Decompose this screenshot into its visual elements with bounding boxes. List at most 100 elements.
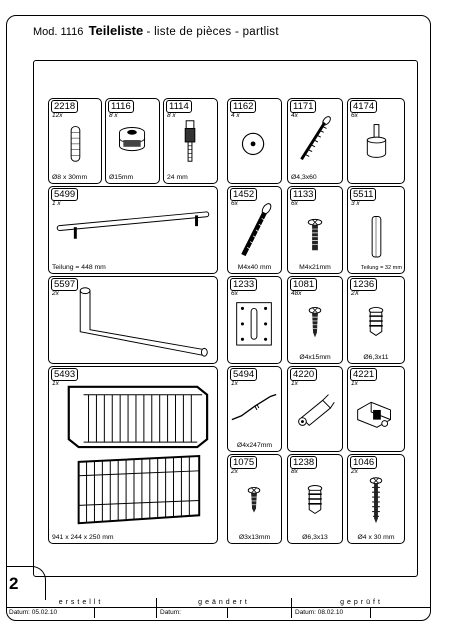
small-handle-icon [371, 216, 382, 258]
part-dimension: Ø8 x 30mm [52, 174, 88, 181]
part-number: 1236 [350, 278, 378, 291]
part-cell-1114: 1114 8 x 24 mm [163, 98, 218, 184]
plug-screw-icon [307, 485, 323, 515]
part-number: 1081 [290, 278, 318, 291]
hinge-pin-icon [298, 394, 335, 427]
part-number: 4220 [290, 368, 318, 381]
part-cell-5597: 5597 2x [48, 276, 218, 364]
part-quantity: 4x [291, 112, 298, 119]
part-cell-1233: 1233 6x [227, 276, 282, 364]
wood-screw-icon [308, 306, 322, 338]
part-quantity: 1 x [52, 200, 61, 207]
part-dimension: Teilung = 448 mm [52, 264, 106, 271]
part-number: 1075 [230, 456, 258, 469]
cam-bolt-icon [184, 120, 196, 162]
shelf-support-icon [366, 124, 387, 158]
part-cell-1075: 1075 2x Ø3x13mm [227, 454, 282, 544]
part-quantity: 12x [52, 112, 63, 119]
created-label: erstellt [58, 599, 104, 606]
part-cell-5493: 5493 1x 941 x 244 x 250 mm [48, 366, 218, 544]
model-number: Mod. 1116 [33, 26, 84, 38]
part-cell-5499: 5499 1 x Teilung = 448 mm [48, 186, 218, 274]
mounting-plate-icon [236, 302, 272, 346]
footer-divider [292, 607, 431, 608]
part-cell-1116: 1116 8 x Ø15mm [105, 98, 160, 184]
part-dimension: Teilung = 32 mm [360, 265, 402, 271]
part-number: 5493 [51, 368, 79, 381]
part-dimension: Ø6,3x13 [302, 534, 328, 541]
page-header: Mod. 1116 Teileliste - liste de pièces -… [33, 23, 279, 38]
part-quantity: 2X [351, 290, 359, 297]
part-dimension: Ø4x247mm [236, 442, 273, 449]
part-cell-1236: 1236 2X Ø6,3x11 [347, 276, 405, 364]
part-number: 1162 [230, 100, 257, 113]
part-number: 1116 [108, 100, 134, 113]
part-quantity: 1x [351, 380, 358, 387]
chipboard-screw-icon [369, 477, 383, 524]
part-cell-1171: 1171 4x Ø4,3x60 [287, 98, 343, 184]
part-cell-5511: 5511 3 x Teilung = 32 mm [347, 186, 405, 274]
part-cell-1046: 1046 2x Ø4 x 30 mm [347, 454, 405, 544]
part-dimension: Ø6,3x11 [363, 354, 389, 361]
created-date: Datum: 05.02.10 [9, 609, 58, 616]
page-frame [6, 15, 431, 621]
part-cell-1133: 1133 6x M4x21mm [287, 186, 343, 274]
checked-date: Datum: 08.02.10 [295, 609, 344, 616]
checked-column: geprüft Datum: 08.02.10 [291, 598, 431, 618]
page-title: Teileliste [88, 23, 144, 38]
part-quantity: 2x [52, 290, 59, 297]
part-quantity: 6x [291, 200, 298, 207]
part-cell-4220: 4220 1x [287, 366, 343, 452]
part-dimension: M4x21mm [299, 264, 331, 271]
dowel-icon [70, 126, 81, 162]
hinge-bracket-icon [357, 401, 391, 428]
page-number: 2 [9, 574, 19, 593]
checked-label: geprüft [340, 599, 383, 606]
part-quantity: 8x [291, 468, 298, 475]
part-number: 4174 [350, 100, 378, 113]
part-number: 1452 [230, 188, 258, 201]
footer-cell-divider [94, 607, 95, 618]
part-cell-1238: 1238 8x Ø6,3x13 [287, 454, 343, 544]
wire-rod-icon [231, 393, 277, 421]
part-cell-5494: 5494 1x Ø4x247mm [227, 366, 282, 452]
changed-date: Datum: [160, 609, 181, 616]
part-cell-1452: 1452 6x M4x40 mm [227, 186, 282, 274]
part-quantity: 1x [52, 380, 59, 387]
cam-lock-icon [119, 127, 146, 152]
part-number: 2218 [51, 100, 79, 113]
part-dimension: Ø3x13mm [238, 534, 271, 541]
long-screw-icon [300, 116, 331, 161]
plug-screw-icon [368, 306, 384, 337]
footer-divider [6, 607, 156, 608]
part-number: 5597 [51, 278, 79, 291]
part-quantity: 6x [351, 112, 358, 119]
part-dimension: 941 x 244 x 250 mm [52, 534, 114, 541]
changed-column: geändert Datum: [156, 598, 291, 618]
part-quantity: 1x [231, 380, 238, 387]
parts-grid: 2218 12x Ø8 x 30mm 1116 8 x Ø15mm 1114 8… [33, 60, 418, 577]
created-column: erstellt Datum: 05.02.10 [6, 598, 156, 618]
wire-basket-icon [67, 385, 209, 525]
footer-divider [157, 607, 291, 608]
part-quantity: 2x [231, 468, 238, 475]
part-dimension: M4x40 mm [237, 264, 272, 271]
revision-footer: erstellt Datum: 05.02.10 geändert Datum:… [6, 598, 431, 618]
footer-cell-divider [227, 607, 228, 618]
machine-screw-icon [241, 203, 272, 257]
part-cell-2218: 2218 12x Ø8 x 30mm [48, 98, 102, 184]
part-dimension: Ø4x15mm [299, 354, 331, 361]
part-number: 1233 [230, 278, 258, 291]
part-quantity: 3 x [351, 200, 360, 207]
footer-cell-divider [370, 607, 371, 618]
part-cell-4221: 4221 1x [347, 366, 405, 452]
part-quantity: 4 x [231, 112, 240, 119]
part-number: 1171 [290, 100, 317, 113]
small-screw-icon [247, 486, 261, 513]
part-number: 5511 [350, 188, 377, 201]
page-number-box [6, 566, 46, 600]
part-number: 1238 [290, 456, 318, 469]
part-cell-4174: 4174 6x [347, 98, 405, 184]
part-cell-1162: 1162 4 x [227, 98, 282, 184]
part-quantity: 48x [291, 290, 302, 297]
